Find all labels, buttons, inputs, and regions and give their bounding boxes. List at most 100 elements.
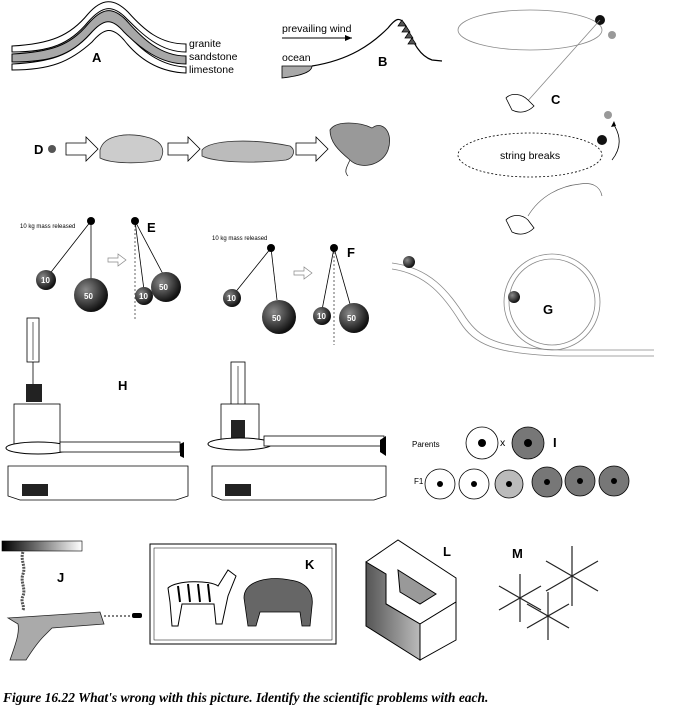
label-cross: x <box>500 437 506 449</box>
panel-l: L <box>365 539 457 661</box>
label-f1: F1 <box>414 477 424 486</box>
ocean-shape <box>281 65 313 79</box>
string-f2-large <box>333 247 351 305</box>
label-prevailing-wind: prevailing wind <box>282 23 352 35</box>
label-e-released: 10 kg mass released <box>20 224 75 230</box>
f1-flower-5-center <box>577 478 583 484</box>
sandstone-layer <box>11 10 187 65</box>
impossible-box-inner <box>397 569 437 605</box>
brand-plate-right <box>225 484 251 496</box>
weight-right <box>231 420 245 438</box>
moth-antenna <box>345 159 351 177</box>
panel-g <box>391 253 654 357</box>
brand-plate-left <box>22 484 48 496</box>
arrow-1-icon <box>65 136 99 162</box>
letter-b: B <box>378 54 387 69</box>
mass-10-f1-label: 10 <box>227 294 236 303</box>
letter-g: G <box>543 302 553 317</box>
orbit-path-bottom <box>457 132 603 178</box>
label-limestone: limestone <box>189 64 234 76</box>
label-granite: granite <box>189 38 221 50</box>
tangent-arrowhead-icon <box>611 121 616 127</box>
f1-flower-3-center <box>506 481 512 487</box>
zebra-stripes <box>177 583 211 603</box>
parent-flower-dark-center <box>524 439 532 447</box>
letter-d: D <box>34 142 43 157</box>
ball-gray-bottom <box>604 111 612 119</box>
ball-dark-bottom <box>597 135 607 145</box>
larva <box>99 134 164 164</box>
letter-m: M <box>512 546 523 561</box>
label-ocean: ocean <box>282 52 311 64</box>
bullet-icon <box>132 613 142 618</box>
letter-e: E <box>147 220 156 235</box>
label-f-released: 10 kg mass released <box>212 236 267 242</box>
base-left <box>7 465 189 501</box>
parent-flower-white-center <box>478 439 486 447</box>
f-arrow-icon <box>293 266 313 280</box>
loop-inner <box>508 258 596 346</box>
string-f2-small <box>321 247 335 311</box>
f1-flower-4-center <box>544 479 550 485</box>
panel-b: prevailing wind ocean B <box>281 18 443 79</box>
snowflake-bottom <box>526 592 570 640</box>
mass-10-e2 <box>135 287 153 305</box>
pupa <box>201 140 294 163</box>
track-inner <box>391 268 654 357</box>
mass-10-f1 <box>223 289 241 307</box>
loop-outer <box>503 253 601 351</box>
ball-gray-top <box>608 31 616 39</box>
arrow-2-icon <box>167 136 201 162</box>
track-outer <box>391 262 654 351</box>
wind-arrowhead-icon <box>345 35 352 41</box>
orbit-path-top <box>457 9 603 51</box>
mass-50-e1 <box>74 278 108 312</box>
letter-l: L <box>443 544 451 559</box>
mass-50-e1-label: 50 <box>84 292 93 301</box>
zebra-icon <box>167 569 237 627</box>
panel-j: J <box>1 540 142 661</box>
beam-left-end <box>180 442 184 458</box>
letter-a: A <box>92 50 102 65</box>
string-top <box>524 19 601 105</box>
figure-caption: Figure 16.22 What's wrong with this pict… <box>3 690 489 705</box>
string-f1-small <box>233 247 272 295</box>
letter-c: C <box>551 92 561 107</box>
mass-10-e1-label: 10 <box>41 276 50 285</box>
mass-50-f2 <box>339 303 369 333</box>
gradient-bar <box>1 540 83 552</box>
letter-i: I <box>553 435 557 450</box>
weight-left <box>26 384 42 402</box>
label-string-breaks: string breaks <box>500 150 560 162</box>
panel-f: 10 kg mass released 10 50 10 50 F <box>212 236 369 345</box>
moth-icon <box>329 122 390 166</box>
pan-right <box>207 437 273 451</box>
ball-g-loop <box>508 291 520 303</box>
base-right <box>211 465 387 501</box>
panel-m: M <box>498 546 599 640</box>
f1-flower-1-center <box>437 481 443 487</box>
impossible-box-right <box>419 601 457 661</box>
f1-flower-6-center <box>611 478 617 484</box>
ball-g-start <box>403 256 415 268</box>
panel-k: K <box>149 543 337 645</box>
k-frame-inner <box>153 547 333 641</box>
mass-10-e1 <box>36 270 56 290</box>
label-parents: Parents <box>412 440 440 449</box>
string-e1-small <box>47 220 92 277</box>
beam-right <box>263 435 385 447</box>
panel-e: 10 kg mass released 10 50 10 50 E <box>20 217 181 320</box>
mountain-profile <box>311 18 443 67</box>
panel-c: C string breaks <box>457 9 620 235</box>
beam-left <box>59 441 181 453</box>
letter-k: K <box>305 557 315 572</box>
beam-right-end <box>380 436 386 456</box>
label-sandstone: sandstone <box>189 51 238 63</box>
string-f1-large <box>270 247 278 301</box>
forest-icon <box>397 19 417 45</box>
snowflake-left <box>498 574 542 622</box>
panel-i: Parents F1 x I <box>412 426 630 500</box>
broken-string <box>527 183 603 217</box>
string-e2-small <box>134 220 145 291</box>
